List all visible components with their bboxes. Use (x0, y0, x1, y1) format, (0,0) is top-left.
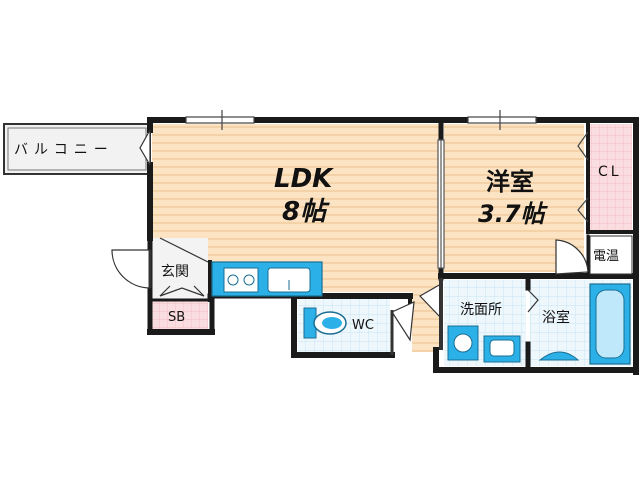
bathtub (589, 283, 631, 365)
ldk-size: 8帖 (282, 197, 330, 227)
balcony: バルコニー (3, 123, 151, 175)
western-door (555, 239, 589, 275)
water-heater-label: 電温 (593, 249, 619, 264)
washroom-door (419, 278, 443, 350)
closet-floor (590, 124, 632, 230)
kitchen-counter (211, 261, 323, 297)
ldk-label: LDK (274, 164, 334, 194)
washing-machine-pan (447, 325, 479, 361)
toilet-door (390, 301, 415, 355)
closet-doors (577, 131, 589, 223)
bathroom-door (527, 289, 539, 313)
toilet-fixture (303, 307, 347, 339)
shoe-box-label: SB (168, 310, 185, 325)
entrance-label: 玄関 (161, 263, 189, 280)
toilet-label: WC (352, 318, 374, 333)
walls (147, 117, 639, 375)
western-size: 3.7帖 (478, 200, 549, 228)
windows (185, 110, 537, 130)
entrance-step (159, 237, 209, 297)
bathroom-sink (538, 351, 580, 361)
entrance-door (111, 249, 152, 289)
washroom-label: 洗面所 (460, 302, 502, 318)
sliding-partition (437, 139, 445, 269)
balcony-label: バルコニー (14, 142, 114, 158)
balcony-door (139, 129, 151, 166)
water-heater-box (589, 235, 633, 275)
bathroom-label: 浴室 (542, 309, 570, 326)
western-label: 洋室 (486, 168, 534, 196)
shoe-box-floor (152, 300, 208, 330)
closet-label: CL (598, 164, 622, 180)
vanity-sink (483, 335, 521, 363)
